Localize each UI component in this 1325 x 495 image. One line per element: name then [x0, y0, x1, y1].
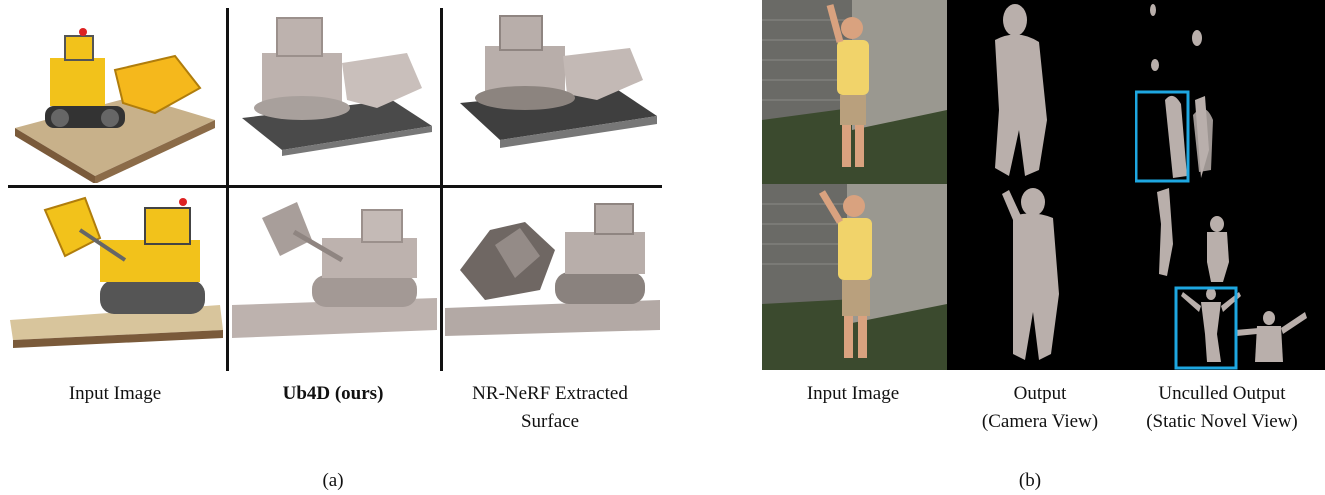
nrnerf-mesh-top: [460, 15, 657, 148]
highlight-box-top: [1135, 90, 1190, 183]
caption-unculled-line2: (Static Novel View): [1146, 411, 1298, 432]
output-camera-view-top: [947, 0, 1135, 184]
caption-nrnerf-line1: NR-NeRF Extracted: [472, 383, 628, 404]
caption-unculled-line1: Unculled Output: [1158, 383, 1286, 404]
panel-b-label: (b): [1018, 470, 1042, 491]
panel-a-vertical-divider-2: [440, 8, 443, 371]
panel-a-vertical-divider-1: [226, 8, 229, 371]
ub4d-mesh-top: [242, 17, 432, 156]
nrnerf-mesh-bottom: [445, 203, 660, 336]
unculled-novel-view-bottom: [1135, 184, 1325, 370]
caption-output-line2: (Camera View): [981, 411, 1099, 432]
lego-input-image-bottom: [10, 196, 223, 348]
caption-input-image-b: Input Image: [806, 383, 900, 404]
panel-a-label: (a): [322, 470, 344, 491]
ub4d-mesh-bottom: [232, 202, 437, 338]
caption-input-image-a: Input Image: [68, 383, 162, 404]
caption-output-line1: Output: [1013, 383, 1067, 404]
human-input-image-top: [762, 0, 947, 184]
highlight-box-bottom: [1174, 286, 1238, 370]
caption-ub4d-ours: Ub4D (ours): [282, 383, 384, 404]
unculled-novel-view-top: [1135, 0, 1325, 184]
lego-input-image-top: [15, 28, 215, 183]
panel-a-horizontal-divider: [8, 185, 662, 188]
caption-nrnerf-line2: Surface: [520, 411, 580, 432]
output-camera-view-bottom: [947, 184, 1135, 370]
human-input-image-bottom: [762, 184, 947, 370]
